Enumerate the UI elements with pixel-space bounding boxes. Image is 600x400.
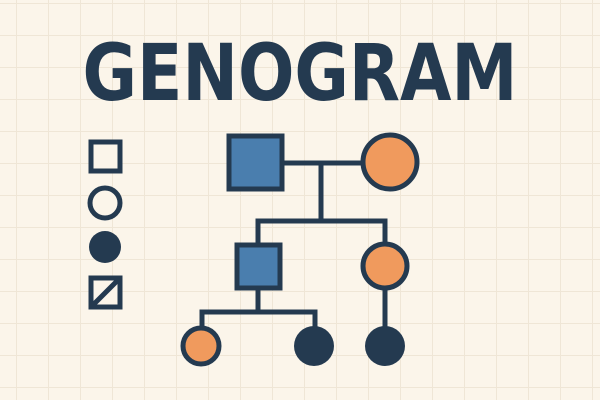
- square-icon: [88, 139, 123, 174]
- daughter-circle-icon: [360, 241, 410, 291]
- sibling-line: [255, 218, 388, 245]
- legend: [87, 139, 123, 310]
- granddaughter-filled-circle-icon: [294, 326, 334, 366]
- circle-icon: [87, 185, 123, 221]
- grandchildren-line: [199, 309, 318, 328]
- son-square-icon: [234, 242, 283, 291]
- father-square-icon: [226, 133, 285, 192]
- page-title: GENOGRAM: [83, 29, 518, 119]
- relationship-lines: [199, 160, 388, 328]
- filled-circle-icon: [89, 231, 121, 263]
- mother-circle-icon: [360, 132, 420, 192]
- grandchild-filled-circle-icon: [365, 326, 405, 366]
- family-members: [180, 132, 420, 367]
- granddaughter-circle-icon: [180, 325, 222, 367]
- slashed-square-icon: [88, 275, 123, 310]
